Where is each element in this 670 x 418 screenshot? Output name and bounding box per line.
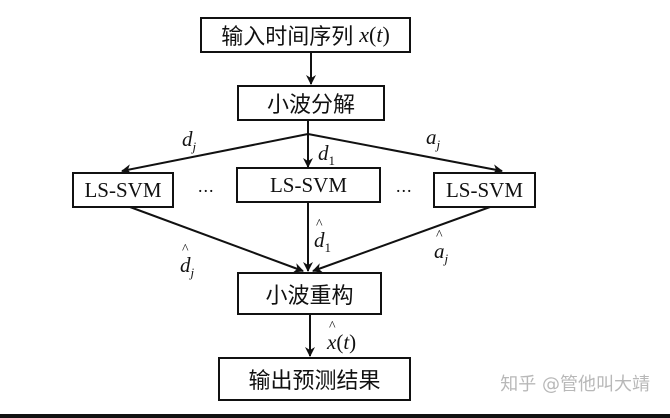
edge-svm-left-to-reconstruct (129, 206, 304, 273)
label-d-1: d1 (318, 141, 335, 168)
input-series-label: 输入时间序列 (221, 24, 354, 49)
ls-svm-center-box: LS-SVM (236, 167, 381, 203)
input-series-box: 输入时间序列 x(t) (200, 17, 411, 53)
ellipsis-left: ... (198, 176, 215, 196)
wavelet-decompose-box: 小波分解 (237, 85, 385, 121)
output-result-box: 输出预测结果 (218, 357, 411, 401)
edge-decompose-to-svm-left (121, 133, 309, 175)
bottom-border-bar (0, 414, 670, 418)
ls-svm-left-label: LS-SVM (84, 177, 162, 202)
edge-decompose-to-svm-right (307, 133, 503, 175)
input-series-var: x(t) (359, 22, 390, 47)
label-d-1-hat: ^ d1 (314, 217, 331, 255)
ls-svm-right-box: LS-SVM (433, 172, 536, 208)
wavelet-decompose-label: 小波分解 (266, 92, 355, 117)
label-a-j: aj (426, 125, 441, 152)
ls-svm-right-label: LS-SVM (445, 177, 524, 202)
wavelet-reconstruct-box: 小波重构 (237, 272, 382, 315)
zhihu-watermark: 知乎 @管他叫大靖 (500, 374, 650, 395)
ls-svm-left-box: LS-SVM (72, 172, 174, 208)
edge-svm-right-to-reconstruct (312, 206, 491, 273)
label-x-t-hat: ^ x(t) (327, 319, 357, 354)
ls-svm-center-label: LS-SVM (269, 172, 348, 197)
output-result-label: 输出预测结果 (248, 368, 381, 393)
ellipsis-right: ... (396, 176, 413, 196)
label-d-j-hat: ^ dj (180, 242, 195, 280)
label-d-j: dj (182, 127, 197, 154)
label-a-j-hat: ^ aj (434, 228, 449, 266)
wavelet-reconstruct-label: 小波重构 (265, 282, 354, 308)
